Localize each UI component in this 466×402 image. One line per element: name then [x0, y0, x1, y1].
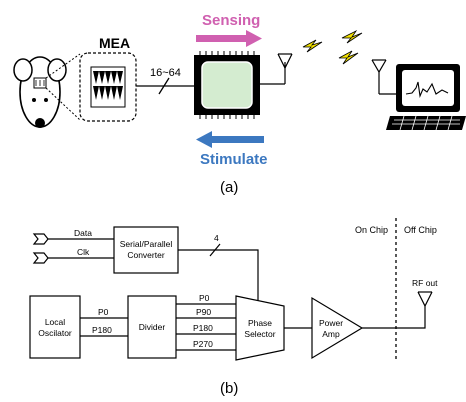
off-chip-label: Off Chip	[404, 225, 437, 235]
rx-antenna-icon	[371, 59, 397, 95]
oscillator-block	[29, 295, 81, 359]
caption-b: (b)	[220, 380, 238, 397]
converter-label-line1: Serial/Parallel	[120, 239, 173, 249]
osc-label-line1: Local	[45, 317, 65, 327]
mea-array-icon	[90, 66, 126, 108]
channels-label: 16~64	[150, 67, 181, 79]
rf-out-label: RF out	[412, 278, 438, 288]
selector-label-line2: Selector	[244, 329, 275, 339]
divider-label: Divider	[139, 322, 166, 332]
mouse-icon	[13, 56, 67, 128]
control-bus-slash	[209, 243, 221, 257]
on-chip-label: On Chip	[355, 225, 388, 235]
tx-antenna-icon	[277, 53, 293, 84]
wireless-signal-icon	[302, 29, 363, 65]
osc-p0-label: P0	[98, 307, 109, 317]
caption-a: (a)	[220, 179, 238, 196]
control-bus	[178, 249, 259, 302]
converter-label-line2: Converter	[127, 250, 164, 260]
rf-antenna-icon	[417, 291, 433, 308]
amp-label-line2: Amp	[322, 329, 340, 339]
clk-label: Clk	[77, 247, 90, 257]
sensing-arrow	[196, 30, 262, 47]
stimulate-arrow	[196, 131, 264, 148]
rf-output-wire	[362, 306, 426, 329]
stimulate-label: Stimulate	[200, 151, 268, 168]
data-input-pin	[32, 233, 49, 245]
clk-input-pin	[32, 252, 49, 264]
phase-p270-label: P270	[193, 339, 213, 349]
chip-icon	[194, 51, 260, 119]
osc-p180-label: P180	[92, 325, 112, 335]
sensing-label: Sensing	[202, 12, 260, 29]
zoom-lines	[45, 53, 81, 121]
bus-width-label: 4	[214, 233, 219, 243]
osc-label-line2: Oscilator	[38, 328, 72, 338]
phase-wires	[176, 303, 236, 351]
phase-p0-label: P0	[199, 293, 210, 303]
laptop-icon	[386, 64, 466, 131]
phase-p90-label: P90	[196, 307, 211, 317]
mea-label: MEA	[99, 35, 130, 51]
divider-block	[127, 295, 177, 359]
phase-p180-label: P180	[193, 323, 213, 333]
bus-slash	[158, 77, 170, 95]
power-amp-block	[311, 296, 364, 360]
phase-selector-block	[235, 295, 285, 361]
converter-block	[113, 226, 179, 274]
amp-label-line1: Power	[319, 318, 343, 328]
selector-label-line1: Phase	[248, 318, 272, 328]
data-label: Data	[74, 228, 92, 238]
